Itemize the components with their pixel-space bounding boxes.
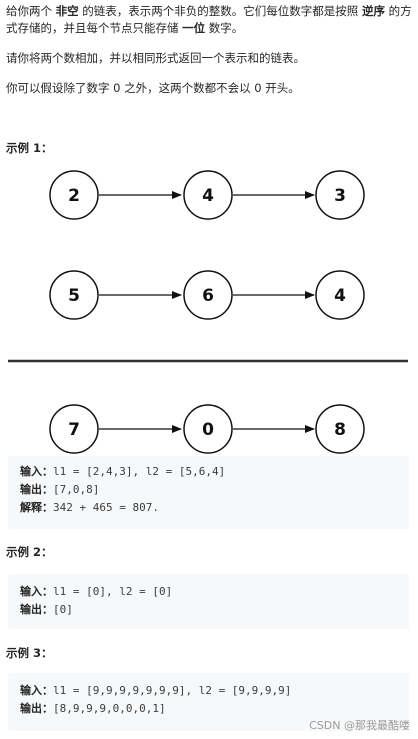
list1-node-2 (183, 170, 233, 220)
output-label: 输出： (20, 603, 53, 616)
explain-value: 342 + 465 = 807. (53, 501, 159, 514)
example-1-output-line: 输出：[7,0,8] (20, 481, 409, 499)
list1-node-3 (315, 170, 365, 220)
example-3-title: 示例 3： (6, 646, 53, 660)
list2-node-3-value: 4 (334, 286, 346, 306)
explain-label: 解释： (20, 501, 53, 514)
list1-node-2-value: 4 (202, 186, 214, 206)
list2-node-1 (49, 270, 99, 320)
list1-row: 2 4 3 (49, 170, 365, 220)
list1-node-1-value: 2 (68, 186, 80, 206)
linked-list-diagram: 2 4 3 5 6 4 7 0 8 (8, 170, 408, 454)
example-2-output-line: 输出：[0] (20, 601, 409, 619)
result-node-3-value: 8 (334, 420, 346, 440)
output-value: [8,9,9,9,0,0,0,1] (53, 702, 166, 715)
desc-text: 的方式存储的，并且每个节点只能存储 (6, 4, 412, 35)
desc-text: 的链表，表示两个非负的整数。它们每位数字都是按照 (78, 4, 362, 18)
desc-text: 数字。 (205, 21, 244, 35)
example-1-title: 示例 1： (6, 141, 53, 155)
desc-bold-reverse: 逆序 (361, 4, 385, 18)
output-value: [7,0,8] (53, 483, 100, 496)
result-node-1-value: 7 (68, 420, 80, 440)
example-3-codebox: 输入：l1 = [9,9,9,9,9,9,9], l2 = [9,9,9,9] … (8, 673, 409, 731)
problem-description: 给你两个 非空 的链表，表示两个非负的整数。它们每位数字都是按照 逆序 的方式存… (6, 3, 412, 37)
problem-task: 请你将两个数相加，并以相同形式返回一个表示和的链表。 (6, 51, 305, 65)
list2-node-1-value: 5 (68, 286, 80, 306)
list2-node-2 (183, 270, 233, 320)
input-label: 输入： (20, 684, 53, 697)
list1-node-1 (49, 170, 99, 220)
result-node-1 (49, 404, 99, 454)
output-label: 输出： (20, 483, 53, 496)
list2-node-3 (315, 270, 365, 320)
list2-node-2-value: 6 (202, 286, 214, 306)
example-1-codebox: 输入：l1 = [2,4,3], l2 = [5,6,4] 输出：[7,0,8]… (8, 456, 409, 529)
input-value: l1 = [2,4,3], l2 = [5,6,4] (53, 465, 226, 478)
csdn-watermark: CSDN @那我最酷喽 (309, 719, 410, 732)
problem-assumption: 你可以假设除了数字 0 之外，这两个数都不会以 0 开头。 (6, 81, 300, 95)
desc-text: 给你两个 (6, 4, 56, 18)
list1-node-3-value: 3 (334, 186, 346, 206)
desc-bold-onedigit: 一位 (182, 21, 206, 35)
example-2-input-line: 输入：l1 = [0], l2 = [0] (20, 583, 409, 601)
desc-bold-nonempty: 非空 (55, 4, 79, 18)
result-node-2-value: 0 (202, 420, 214, 440)
result-node-3 (315, 404, 365, 454)
result-row: 7 0 8 (49, 404, 365, 454)
example-2-title: 示例 2： (6, 545, 53, 559)
example-3-input-line: 输入：l1 = [9,9,9,9,9,9,9], l2 = [9,9,9,9] (20, 682, 409, 700)
input-label: 输入： (20, 585, 53, 598)
example-3-output-line: 输出：[8,9,9,9,0,0,0,1] (20, 700, 409, 718)
output-label: 输出： (20, 702, 53, 715)
example-1-explain-line: 解释：342 + 465 = 807. (20, 499, 409, 517)
example-2-codebox: 输入：l1 = [0], l2 = [0] 输出：[0] (8, 574, 409, 629)
output-value: [0] (53, 603, 73, 616)
input-label: 输入： (20, 465, 53, 478)
input-value: l1 = [0], l2 = [0] (53, 585, 173, 598)
input-value: l1 = [9,9,9,9,9,9,9], l2 = [9,9,9,9] (53, 684, 292, 697)
example-1-input-line: 输入：l1 = [2,4,3], l2 = [5,6,4] (20, 463, 409, 481)
result-node-2 (183, 404, 233, 454)
list2-row: 5 6 4 (49, 270, 365, 320)
